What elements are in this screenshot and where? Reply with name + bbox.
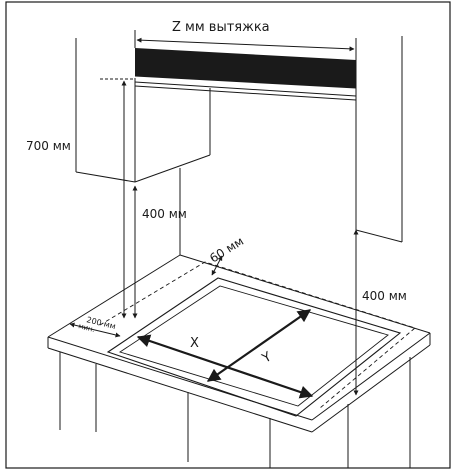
dim-x-label: X <box>190 336 199 351</box>
side-gap-note: мин. <box>78 322 96 334</box>
hood-clearance-label: 400 мм <box>362 289 407 303</box>
dim-y-arrow <box>206 309 312 382</box>
back-gap-arrow <box>211 255 223 276</box>
range-hood <box>135 48 356 88</box>
dim-y-label: Y <box>259 349 274 366</box>
countertop <box>47 254 431 433</box>
back-gap-label: 60 мм <box>207 234 246 266</box>
cabinet-height-label: 700 мм <box>26 139 71 153</box>
frame-border <box>5 1 451 469</box>
wall-cabinet <box>75 78 211 255</box>
base-cabinet <box>59 352 411 468</box>
side-gap-arrow <box>69 322 121 338</box>
cabinet-clearance-label: 400 мм <box>142 207 187 221</box>
hood-width-label: Z мм вытяжка <box>172 20 270 35</box>
dim-x-arrow <box>136 334 314 399</box>
clearance-outline <box>99 261 416 409</box>
hood-width-arrow <box>136 37 355 52</box>
